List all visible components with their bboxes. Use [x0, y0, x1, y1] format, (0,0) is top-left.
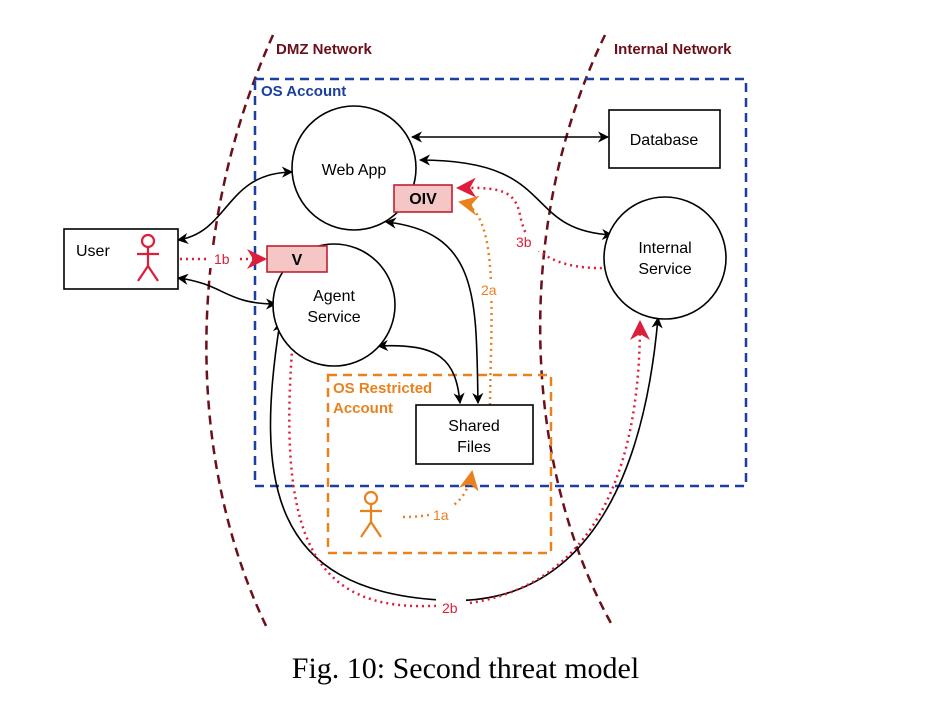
- v-badge: [266, 245, 328, 273]
- os-restricted-label-line2: Account: [333, 400, 393, 417]
- os-account-label: OS Account: [261, 83, 346, 100]
- insider-attacker-icon: [360, 490, 382, 538]
- webapp-internal-service-arrow: [418, 154, 614, 241]
- attack-path-2b: [288, 269, 650, 608]
- database-label: Database: [630, 132, 699, 149]
- shared-files-label-line1: Shared: [448, 418, 500, 435]
- agent-shared-files-arrow: [376, 339, 465, 405]
- step-3b-label: 3b: [516, 234, 532, 250]
- user-label: User: [76, 243, 110, 260]
- attack-path-2a: [458, 195, 493, 406]
- step-2b-label: 2b: [442, 600, 458, 616]
- agent-service-label-line1: Agent: [313, 288, 355, 305]
- shared-files-label-line2: Files: [457, 439, 491, 456]
- internal-network-label: Internal Network: [614, 41, 732, 58]
- dmz-left-boundary: [205, 34, 275, 631]
- user-node: [63, 228, 179, 290]
- attack-path-3b: [456, 177, 609, 270]
- v-label: V: [292, 252, 303, 269]
- web-app-label: Web App: [322, 162, 387, 179]
- internal-service-node: [603, 196, 727, 320]
- agent-service-node: [272, 243, 396, 367]
- attacker-icon: [137, 233, 159, 282]
- step-2a-label: 2a: [481, 282, 497, 298]
- web-app-node: [291, 105, 417, 231]
- oiv-label: OIV: [409, 191, 437, 208]
- shared-files-node: [415, 404, 534, 465]
- database-node: [608, 109, 721, 169]
- oiv-badge: [393, 184, 453, 213]
- step-1a-label: 1a: [433, 507, 449, 523]
- webapp-shared-files-arrow: [384, 217, 484, 405]
- step-1b-label: 1b: [214, 251, 230, 267]
- internal-service-label-line1: Internal: [638, 240, 691, 257]
- os-restricted-label-line1: OS Restricted: [333, 380, 432, 397]
- user-agent-arrow: [176, 273, 278, 310]
- dmz-right-boundary: [539, 34, 614, 626]
- user-webapp-arrow: [176, 166, 294, 244]
- dmz-network-label: DMZ Network: [276, 41, 372, 58]
- internal-service-label-line2: Service: [638, 261, 691, 278]
- figure-caption: Fig. 10: Second threat model: [291, 652, 640, 685]
- agent-service-label-line2: Service: [307, 309, 360, 326]
